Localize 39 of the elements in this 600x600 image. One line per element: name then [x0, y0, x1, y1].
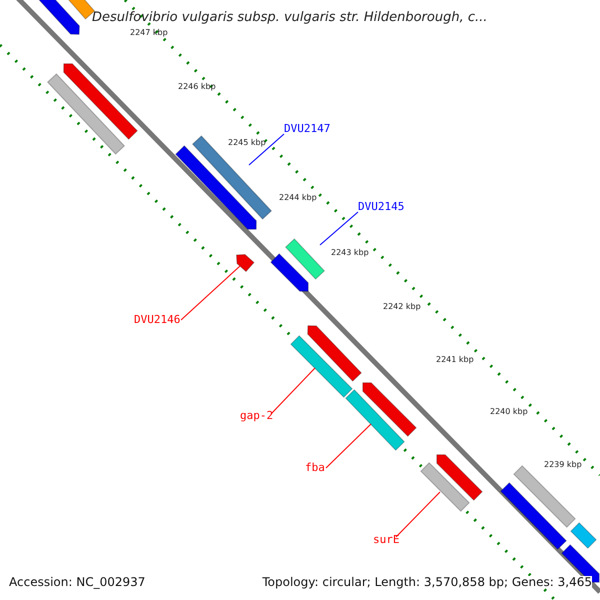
- gene-block: [436, 454, 483, 501]
- gene-block: [236, 254, 255, 272]
- gene-block: [192, 135, 272, 220]
- gene-label: gap-2: [240, 410, 274, 421]
- leader-line: [320, 212, 358, 246]
- gene-block: [46, 73, 126, 155]
- leader-line: [248, 134, 284, 166]
- gene-block: [345, 389, 405, 451]
- gene-block: [290, 335, 353, 398]
- scale-label: 2241 kbp: [436, 356, 474, 364]
- leader-line: [180, 266, 240, 320]
- gene-block: [63, 63, 138, 140]
- scale-label: 2239 kbp: [544, 461, 582, 469]
- gene-block: [307, 325, 362, 382]
- title: Desulfovibrio vulgaris subsp. vulgaris str. Hildenborough, c...: [92, 11, 488, 24]
- scale-label: 2244 kbp: [279, 194, 317, 202]
- scale-label: 2243 kbp: [331, 249, 369, 257]
- gene-block: [420, 462, 470, 512]
- scale-label: 2242 kbp: [383, 303, 421, 311]
- gene-block: [362, 382, 417, 437]
- leader-line: [326, 424, 372, 468]
- scale-label: 2247 kbp: [130, 29, 168, 37]
- gene-block: [270, 253, 309, 292]
- gene-label: DVU2147: [284, 123, 330, 134]
- gene-block: [284, 238, 326, 280]
- gene-block: [175, 145, 257, 230]
- gene-block: [500, 482, 567, 550]
- gene-block: [570, 522, 597, 549]
- leader-line: [270, 368, 316, 414]
- scale-label: 2240 kbp: [490, 408, 528, 416]
- gene-label: fba: [305, 462, 325, 473]
- footer-text: Topology: circular; Length: 3,570,858 bp; Genes: 3,465: [262, 576, 592, 588]
- footer-text: Accession: NC_002937: [9, 576, 146, 588]
- scale-label: 2245 kbp: [228, 139, 266, 147]
- leader-line: [396, 492, 440, 538]
- gene-label: DVU2145: [358, 201, 404, 212]
- gene-label: DVU2146: [134, 314, 180, 325]
- gene-label: surE: [373, 534, 400, 545]
- scale-label: 2246 kbp: [178, 83, 216, 91]
